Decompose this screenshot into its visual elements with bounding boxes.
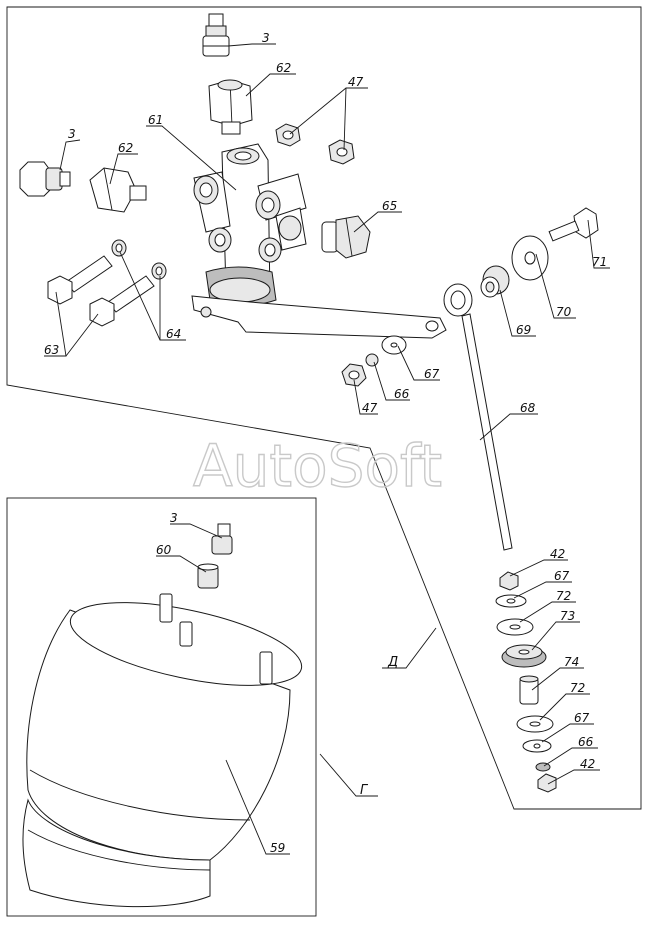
view-g-frame <box>6 497 317 917</box>
callout-67-c: 67 <box>574 711 590 725</box>
leader-lines <box>44 43 610 855</box>
callout-67-b: 67 <box>554 569 570 583</box>
callout-3-bag: 3 <box>170 511 178 525</box>
callout-61: 61 <box>148 113 163 127</box>
link-rod-68 <box>443 283 513 551</box>
air-spring-59 <box>22 593 303 908</box>
callout-47-bottom: 47 <box>362 401 378 415</box>
callout-72-b: 72 <box>570 681 585 695</box>
callout-68: 68 <box>520 401 536 415</box>
fitting-3-top <box>202 13 230 57</box>
callout-62-top: 62 <box>276 61 291 75</box>
fitting-3-bag <box>211 523 233 555</box>
union-62-top <box>208 79 253 135</box>
watermark: AutoSoft <box>193 432 442 500</box>
washer-66-upper <box>365 353 379 367</box>
callout-60: 60 <box>156 543 172 557</box>
bushing-69 <box>480 265 510 298</box>
callout-labels: 3 62 47 3 62 61 65 71 70 69 63 64 67 66 … <box>44 31 607 855</box>
callout-66-b: 66 <box>578 735 594 749</box>
nut-47-upper-a <box>275 123 301 147</box>
nut-47-upper-b <box>328 139 355 165</box>
washer-64-b <box>151 262 167 280</box>
washer-64-a <box>111 239 127 257</box>
callout-42-b: 42 <box>580 757 595 771</box>
callout-64: 64 <box>166 327 181 341</box>
rod-stack-lower <box>495 571 557 793</box>
washer-67-upper <box>381 335 407 355</box>
adapter-60 <box>197 563 219 589</box>
callout-71: 71 <box>592 255 607 269</box>
callout-73: 73 <box>560 609 575 623</box>
fitting-3-left <box>19 161 71 197</box>
callout-70: 70 <box>556 305 572 319</box>
view-label-d: Д <box>387 655 398 670</box>
union-62-left <box>89 167 147 213</box>
callout-66-upper: 66 <box>394 387 410 401</box>
callout-65: 65 <box>382 199 397 213</box>
view-label-g: Г <box>360 783 369 798</box>
bolt-63-a <box>47 255 113 305</box>
callout-74: 74 <box>564 655 579 669</box>
callout-42-a: 42 <box>550 547 565 561</box>
view-d-frame <box>6 6 642 810</box>
callout-47-top: 47 <box>348 75 364 89</box>
callout-59: 59 <box>270 841 285 855</box>
valve-body-61 <box>193 143 307 311</box>
callout-72-a: 72 <box>556 589 571 603</box>
bolt-63-b <box>89 275 155 327</box>
callout-69: 69 <box>516 323 531 337</box>
callout-62-left: 62 <box>118 141 133 155</box>
plug-65 <box>321 215 371 259</box>
callout-67-upper: 67 <box>424 367 440 381</box>
bolt-71 <box>548 207 599 242</box>
callout-3-top: 3 <box>262 31 270 45</box>
lever-arm <box>191 295 447 339</box>
callout-63: 63 <box>44 343 59 357</box>
nut-47-lower <box>341 363 367 387</box>
washer-70 <box>511 235 549 281</box>
callout-3-left: 3 <box>68 127 76 141</box>
